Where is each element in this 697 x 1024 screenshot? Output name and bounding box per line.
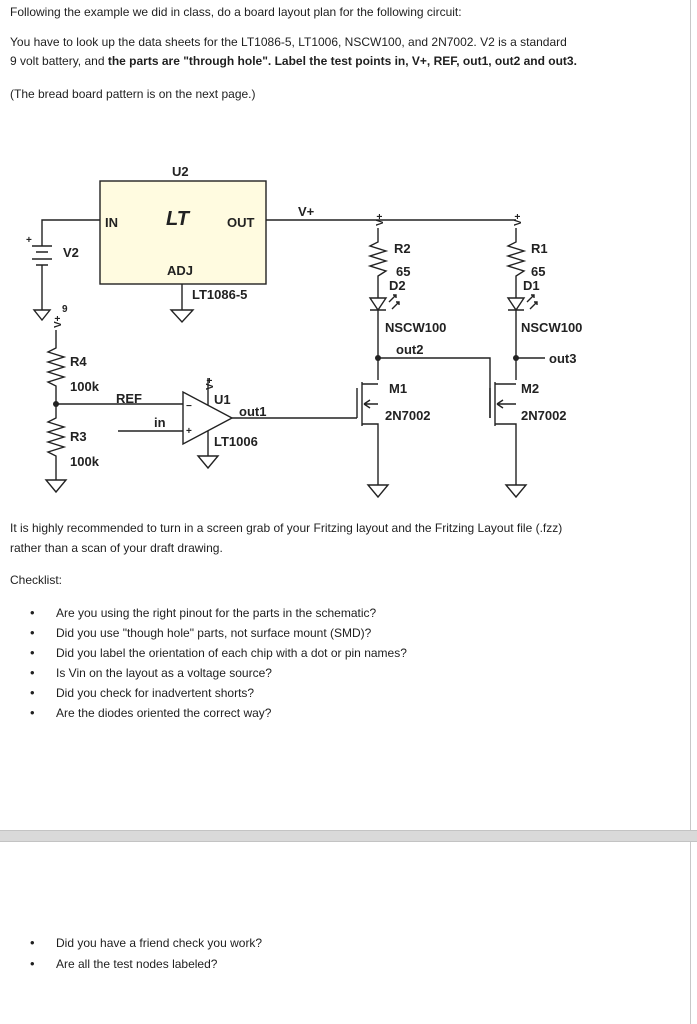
document-page-1: Following the example we did in class, d… — [0, 0, 691, 830]
label-m1: M1 — [389, 381, 407, 396]
u2-regulator-body — [99, 180, 267, 285]
intro-line-3-plain: 9 volt battery, and — [10, 54, 108, 68]
lt-logo: LT — [166, 208, 191, 230]
label-m2-part: 2N7002 — [521, 408, 567, 423]
label-adj: ADJ — [167, 263, 193, 278]
checklist-title: Checklist: — [10, 573, 63, 587]
label-r1: R1 — [531, 241, 548, 256]
divider-ground — [44, 479, 68, 494]
adj-ground — [169, 309, 195, 324]
label-out1: out1 — [239, 404, 266, 419]
label-in-node: in — [154, 415, 166, 430]
u1-vplus-tag: V+ — [205, 377, 216, 390]
m1-ground — [366, 484, 390, 499]
label-out2: out2 — [396, 342, 423, 357]
resistor-r4 — [45, 330, 67, 404]
label-in: IN — [105, 215, 118, 230]
label-lt1006: LT1006 — [214, 434, 258, 449]
label-m1-part: 2N7002 — [385, 408, 431, 423]
opamp-plus: + — [186, 426, 192, 437]
label-r3-value: 100k — [70, 454, 100, 469]
label-r2-value: 65 — [396, 264, 410, 279]
page-break — [0, 830, 697, 842]
r4-vplus-tag: V+ — [53, 315, 64, 328]
label-out: OUT — [227, 215, 255, 230]
label-nscw100-a: NSCW100 — [385, 320, 446, 335]
label-d1: D1 — [523, 278, 540, 293]
mosfet-m1 — [356, 382, 379, 485]
label-m2: M2 — [521, 381, 539, 396]
intro-line-2: You have to look up the data sheets for … — [10, 35, 567, 49]
recommend-line-1: It is highly recommended to turn in a sc… — [10, 521, 563, 535]
led-d2 — [368, 297, 388, 312]
r1-vplus-tag: V+ — [513, 213, 524, 226]
label-u1: U1 — [214, 392, 231, 407]
circuit-schematic: LT U2 IN OUT ADJ LT1086-5 V+ V2 + 9 R4 1… — [26, 164, 582, 499]
intro-line-1: Following the example we did in class, d… — [10, 5, 462, 19]
recommend-line-2: rather than a scan of your draft drawing… — [10, 541, 223, 555]
resistor-r2 — [367, 228, 389, 298]
out3-junction — [513, 355, 519, 361]
opamp-minus: − — [186, 401, 192, 412]
label-out3: out3 — [549, 351, 576, 366]
label-nscw100-b: NSCW100 — [521, 320, 582, 335]
intro-line-4: (The bread board pattern is on the next … — [10, 87, 256, 101]
label-d2: D2 — [389, 278, 406, 293]
led-d1 — [506, 297, 526, 312]
label-r1-value: 65 — [531, 264, 545, 279]
mosfet-m2 — [489, 382, 517, 485]
label-lt1086-5: LT1086-5 — [192, 287, 247, 302]
m2-ground — [504, 484, 528, 499]
r2-vplus-tag: V+ — [375, 213, 386, 226]
resistor-r1 — [505, 228, 527, 298]
label-u2: U2 — [172, 164, 189, 179]
intro-line-3-bold: the parts are "through hole". Label the … — [107, 54, 577, 68]
document-page-2: Did you have a friend check you work? Ar… — [0, 842, 691, 1024]
intro-line-3: 9 volt battery, and the parts are "throu… — [10, 51, 577, 71]
label-r4: R4 — [70, 354, 87, 369]
ref-junction — [53, 401, 59, 407]
label-v2: V2 — [63, 245, 79, 260]
battery-ground — [32, 309, 52, 322]
battery-top-wire — [41, 219, 100, 246]
battery-plus: + — [26, 235, 32, 246]
label-r4-value: 100k — [70, 379, 100, 394]
label-r3: R3 — [70, 429, 87, 444]
battery-v2 — [32, 245, 52, 266]
label-v2-value: 9 — [62, 304, 68, 315]
out2-junction — [375, 355, 381, 361]
label-ref: REF — [116, 391, 142, 406]
label-r2: R2 — [394, 241, 411, 256]
label-vplus: V+ — [298, 204, 315, 219]
u1-ground — [196, 455, 220, 470]
resistor-r3 — [45, 404, 67, 480]
